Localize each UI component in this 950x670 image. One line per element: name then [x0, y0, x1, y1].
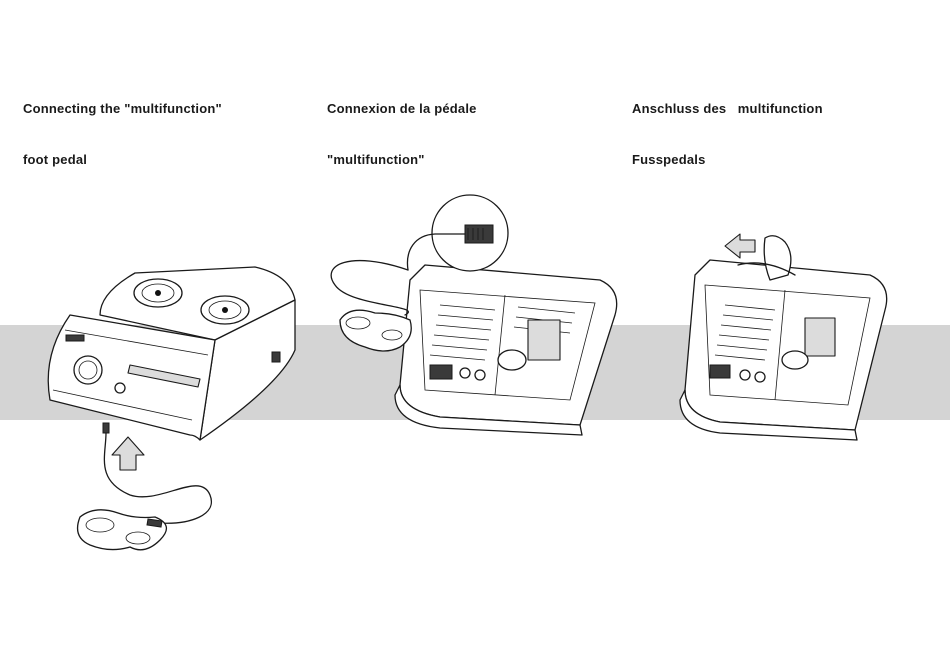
foot-pedal-icon: [78, 510, 167, 550]
heading-french-line2: "multifunction": [327, 151, 477, 168]
heading-french: Connexion de la pédale "multifunction": [327, 66, 477, 185]
heading-english-line1: Connecting the "multifunction": [23, 100, 222, 117]
cable-routing-illustration: [670, 230, 910, 445]
arrow-up-icon: [112, 437, 144, 470]
foot-pedal-icon: [331, 261, 411, 351]
device-icon: [48, 267, 295, 440]
heading-german-line2: Fusspedals: [632, 151, 823, 168]
connector-zoom-icon: [407, 195, 508, 271]
heading-english-line2: foot pedal: [23, 151, 222, 168]
device-underside-illustration: [330, 195, 630, 445]
heading-german: Anschluss des multifunction Fusspedals: [632, 66, 823, 185]
device-underside-icon: [680, 260, 887, 440]
heading-english: Connecting the "multifunction" foot peda…: [23, 66, 222, 185]
arrow-left-icon: [725, 234, 755, 258]
device-front-illustration: [40, 255, 310, 575]
heading-french-line1: Connexion de la pédale: [327, 100, 477, 117]
heading-german-line1: Anschluss des multifunction: [632, 100, 823, 117]
device-underside-icon: [395, 265, 617, 435]
plug-icon: [103, 423, 211, 523]
